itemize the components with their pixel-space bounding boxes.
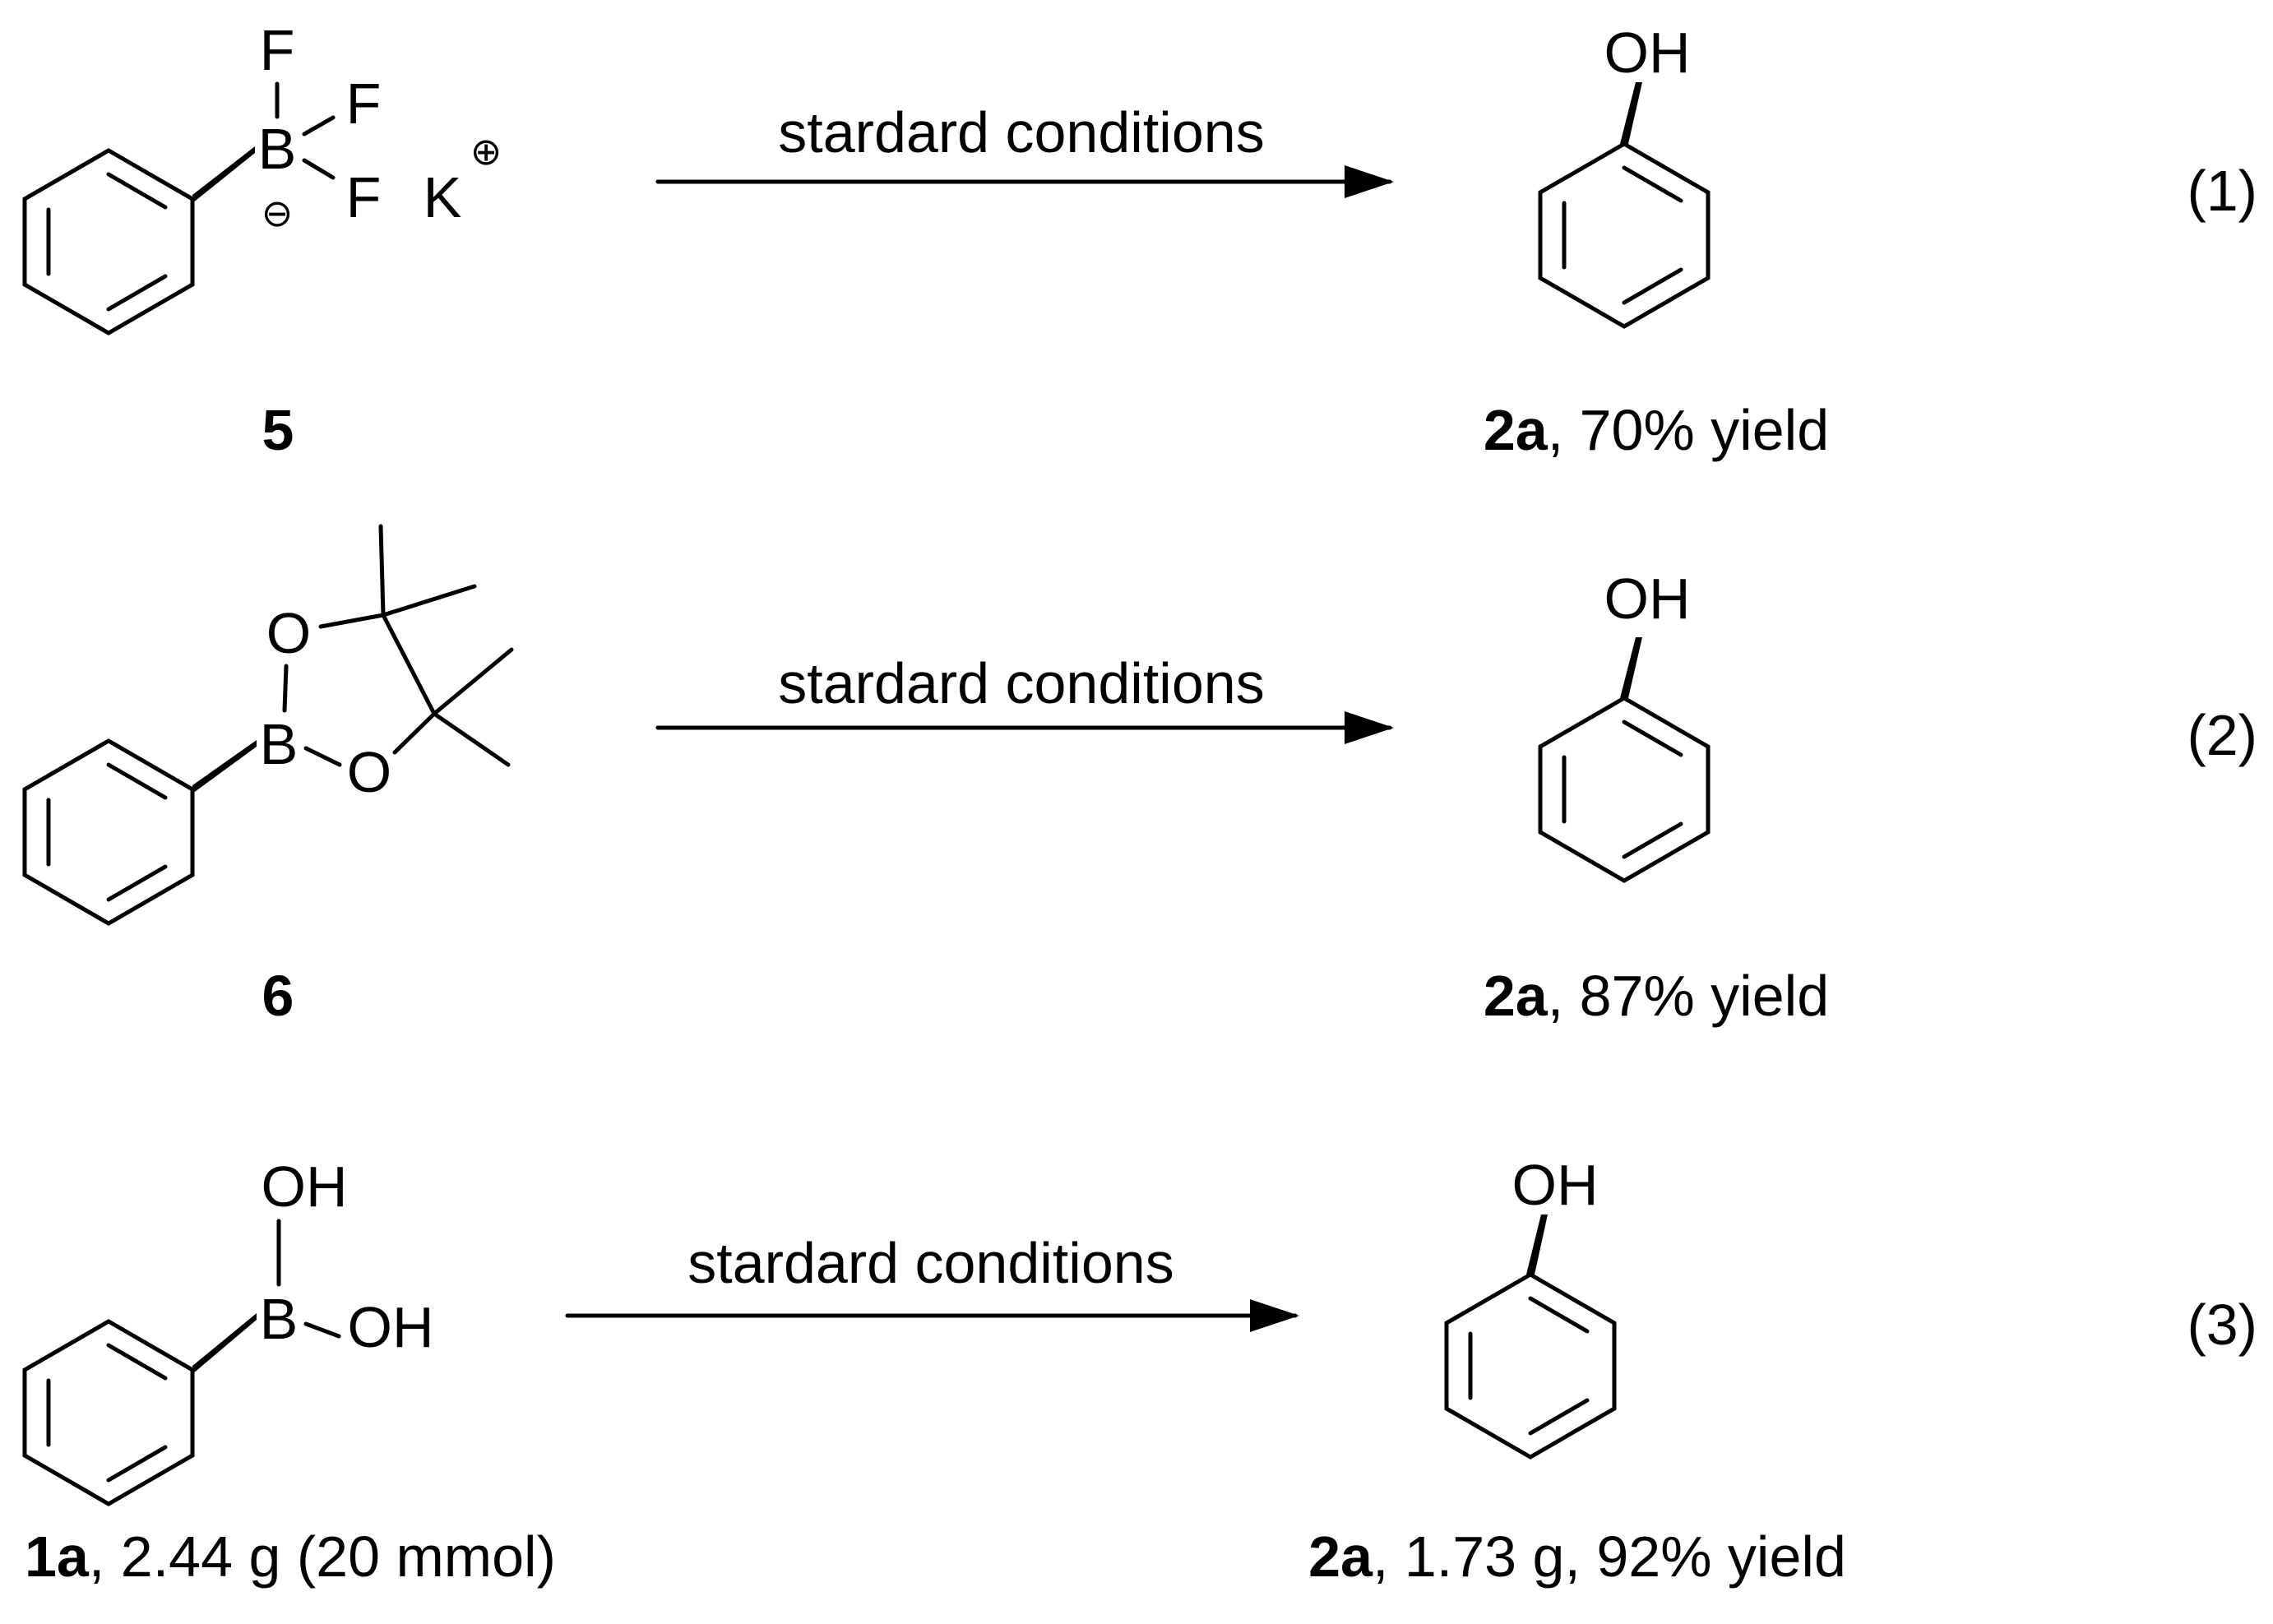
b-f-bond-lower <box>302 158 336 180</box>
compound-label-6: 6 <box>262 964 294 1028</box>
boron-atom: B <box>258 117 297 181</box>
hydroxyl-group: OH <box>1604 21 1691 85</box>
fluorine-atom-top: F <box>260 18 295 82</box>
wedge-bond-c-o <box>1620 82 1642 144</box>
b-o-bond-lower <box>303 746 342 767</box>
reactant-amount-text: , 2.44 g (20 mmol) <box>89 1525 556 1589</box>
hydroxyl-group: OH <box>1512 1153 1599 1217</box>
methyl-bond-1 <box>378 524 386 618</box>
reaction-1: B F F F ⊖ K ⊕ 5 stardard conditions OH 2… <box>22 18 2257 462</box>
phenyl-ring <box>22 148 195 335</box>
product-caption-1: 2a, 70% yield <box>1484 398 1829 462</box>
equation-number-1: (1) <box>2187 159 2257 223</box>
reactant-5-structure: B F F F ⊖ K ⊕ <box>22 18 502 335</box>
reactant-caption-3: 1a, 2.44 g (20 mmol) <box>25 1525 556 1589</box>
wedge-bond-c-o <box>1526 1215 1548 1275</box>
oxygen-atom-upper: O <box>266 601 311 665</box>
negative-charge: ⊖ <box>262 192 294 234</box>
boron-atom: B <box>260 712 299 776</box>
phenyl-ring <box>22 1319 195 1506</box>
compound-label-2a: 2a <box>1308 1525 1373 1589</box>
hydroxyl-group-lower: OH <box>348 1295 434 1359</box>
b-f-bond-right <box>302 115 336 136</box>
reaction-condition-1: stardard conditions <box>778 100 1264 164</box>
hydroxyl-group: OH <box>1604 567 1691 631</box>
product-caption-3: 2a, 1.73 g, 92% yield <box>1308 1525 1846 1589</box>
o-c-bond-upper <box>318 613 386 629</box>
fluorine-atom-lower: F <box>346 165 382 229</box>
product-2a-structure-3: OH <box>1444 1153 1617 1460</box>
reactant-1a-structure: B OH OH <box>22 1154 434 1506</box>
fluorine-atom-right: F <box>346 72 382 136</box>
wedge-bond-c-b <box>192 1313 257 1374</box>
yield-text-3: , 1.73 g, 92% yield <box>1373 1525 1846 1589</box>
potassium-atom: K <box>424 165 462 229</box>
reactant-6-structure: B O O <box>22 524 514 926</box>
b-o-bond-upper <box>282 664 289 713</box>
b-oh-bond-lower <box>303 1321 341 1339</box>
reaction-condition-2: stardard conditions <box>778 651 1264 715</box>
methyl-bond-4 <box>432 711 511 767</box>
oxygen-atom-lower: O <box>347 740 391 804</box>
yield-text-2: , 87% yield <box>1548 964 1829 1028</box>
compound-label-1a: 1a <box>25 1525 90 1589</box>
reaction-3: B OH OH 1a, 2.44 g (20 mmol) stardard co… <box>22 1153 2257 1589</box>
c-c-ring-bond <box>381 613 437 716</box>
product-2a-structure-2: OH <box>1538 567 1711 883</box>
reaction-condition-3: stardard conditions <box>687 1231 1174 1295</box>
boron-atom: B <box>260 1287 299 1351</box>
wedge-bond-c-b <box>192 146 255 203</box>
product-caption-2: 2a, 87% yield <box>1484 964 1829 1028</box>
compound-label-2a: 2a <box>1484 398 1549 462</box>
yield-text-1: , 70% yield <box>1548 398 1829 462</box>
o-c-bond-lower <box>392 711 437 755</box>
methyl-bond-2 <box>381 584 477 618</box>
wedge-bond-c-o <box>1620 637 1642 698</box>
compound-label-5: 5 <box>262 398 294 462</box>
equation-number-3: (3) <box>2187 1293 2257 1357</box>
methyl-bond-3 <box>432 647 514 716</box>
phenyl-ring <box>22 738 195 926</box>
wedge-bond-c-b <box>192 740 257 793</box>
reaction-2: B O O 6 stardard conditions OH 2a, 87% y <box>22 524 2257 1028</box>
positive-charge: ⊕ <box>470 130 502 173</box>
compound-label-2a: 2a <box>1484 964 1549 1028</box>
product-2a-structure-1: OH <box>1538 21 1711 329</box>
equation-number-2: (2) <box>2187 703 2257 767</box>
hydroxyl-group-upper: OH <box>262 1154 348 1219</box>
